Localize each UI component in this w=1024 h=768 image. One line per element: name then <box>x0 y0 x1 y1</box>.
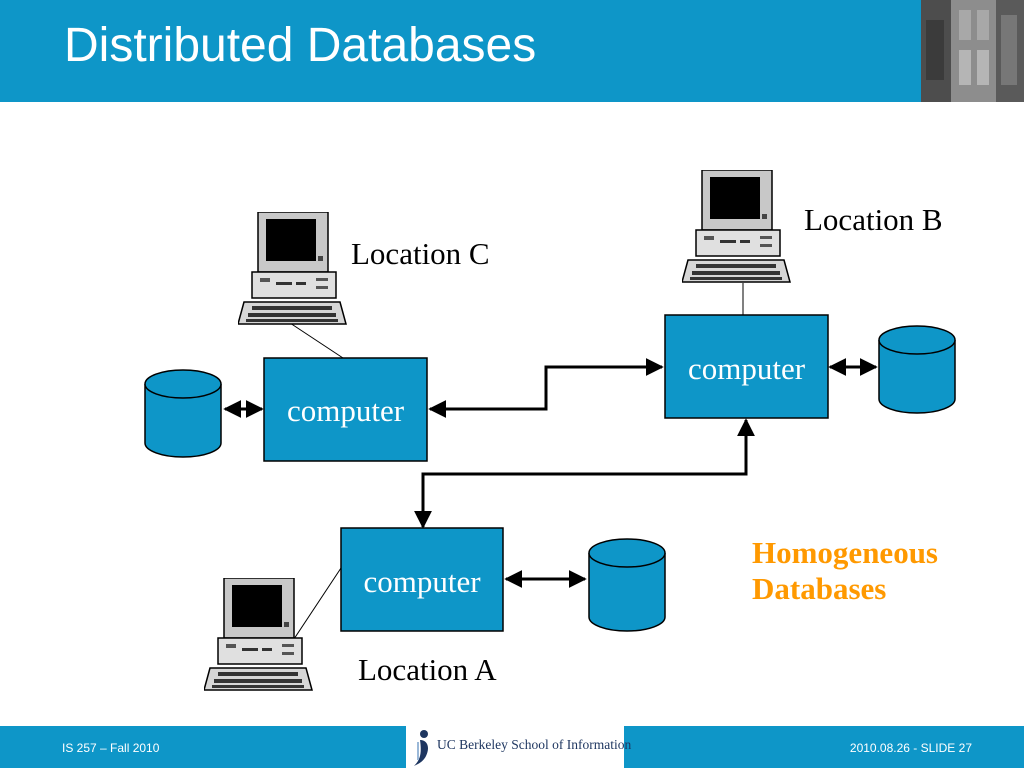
computer-b-label: computer <box>687 351 806 386</box>
pc-a-link <box>291 564 344 643</box>
header-bar <box>0 0 1024 102</box>
computer-c-box <box>263 357 428 462</box>
computer-a-box <box>340 527 504 632</box>
database-b-icon <box>878 325 956 414</box>
building-photo <box>921 0 1024 102</box>
location-c-label: Location C <box>351 236 490 271</box>
database-c-icon <box>144 369 222 458</box>
homogeneous-note-line2: Databases <box>752 570 887 606</box>
computer-c-label: computer <box>286 393 405 428</box>
school-logo-icon <box>414 730 428 766</box>
link-c-b <box>428 358 664 418</box>
location-a-label: Location A <box>358 652 497 687</box>
database-a-icon <box>588 538 666 632</box>
pc-c-icon <box>238 212 347 325</box>
pc-c-link <box>289 322 344 359</box>
location-b-label: Location B <box>804 202 943 237</box>
slide-title: Distributed Databases <box>64 19 537 72</box>
link-a-b <box>414 418 755 529</box>
homogeneous-note: Homogeneous Databases <box>752 535 938 607</box>
pc-b-icon <box>682 170 791 283</box>
slide-number: 2010.08.26 - SLIDE 27 <box>849 741 972 755</box>
computer-b-box <box>664 314 829 419</box>
school-logo <box>406 726 624 768</box>
computer-a-label: computer <box>363 564 481 599</box>
school-logo-text: UC Berkeley School of Information <box>437 737 632 752</box>
course-label: IS 257 – Fall 2010 <box>62 741 160 755</box>
pc-a-icon <box>204 578 313 691</box>
homogeneous-note-line1: Homogeneous <box>752 535 938 570</box>
